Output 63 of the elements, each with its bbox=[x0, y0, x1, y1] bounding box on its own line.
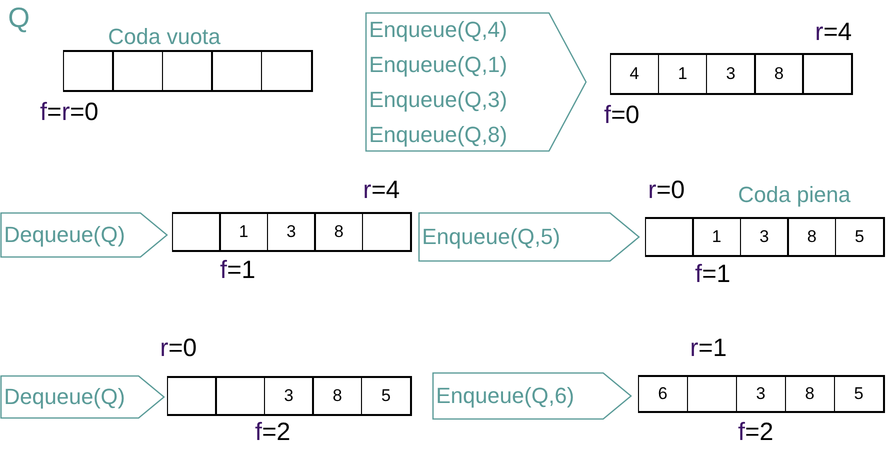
pointer-label: r=1 bbox=[690, 334, 727, 363]
array-cell bbox=[211, 51, 262, 91]
array-cell bbox=[802, 54, 852, 94]
array-cell: 3 bbox=[706, 54, 756, 94]
queue-array bbox=[172, 212, 412, 252]
array-cell: 8 bbox=[787, 218, 836, 256]
pointer-label: f=1 bbox=[220, 256, 256, 285]
operation-pentagon bbox=[432, 372, 632, 420]
array-cell bbox=[644, 218, 694, 256]
array-cell: 5 bbox=[834, 376, 884, 412]
pointer-label: f=2 bbox=[738, 418, 774, 447]
array-cell bbox=[162, 51, 213, 91]
array-cell bbox=[215, 377, 266, 415]
array-cell: 5 bbox=[834, 218, 884, 256]
pointer-label: r=4 bbox=[815, 18, 852, 47]
status-label: Coda vuota bbox=[108, 24, 221, 50]
pointer-label: f=r=0 bbox=[40, 98, 98, 127]
array-cell bbox=[112, 51, 164, 91]
array-cell: 1 bbox=[219, 213, 268, 251]
operation-pentagon bbox=[0, 212, 168, 258]
array-cell bbox=[260, 51, 312, 91]
operation-label: Enqueue(Q,8) bbox=[369, 122, 508, 148]
array-cell: 8 bbox=[754, 54, 804, 94]
operation-label: Enqueue(Q,4) bbox=[369, 16, 508, 42]
operation-label: Enqueue(Q,1) bbox=[369, 52, 508, 78]
array-cell: 8 bbox=[314, 213, 364, 251]
operation-label: Dequeue(Q) bbox=[4, 384, 126, 410]
array-cell bbox=[362, 213, 411, 251]
array-cell: 3 bbox=[266, 213, 316, 251]
queue-array bbox=[638, 375, 885, 413]
queue-array bbox=[63, 50, 313, 92]
pointer-label: r=0 bbox=[160, 334, 197, 363]
array-cell: 4 bbox=[610, 54, 660, 94]
operation-label: Enqueue(Q,3) bbox=[369, 86, 508, 112]
array-cell: 6 bbox=[638, 376, 688, 412]
pointer-label: f=1 bbox=[695, 260, 730, 289]
array-cell: 3 bbox=[736, 376, 786, 412]
operation-pentagon bbox=[365, 12, 587, 152]
queue-array bbox=[610, 53, 853, 95]
array-cell: 8 bbox=[312, 377, 362, 415]
pointer-label: r=0 bbox=[648, 176, 685, 205]
queue-name-label: Q bbox=[8, 2, 30, 34]
array-cell: 1 bbox=[658, 54, 708, 94]
pointer-label: f=2 bbox=[255, 418, 290, 447]
array-cell bbox=[62, 51, 114, 91]
operation-label: Enqueue(Q,6) bbox=[436, 383, 574, 409]
status-label: Coda piena bbox=[738, 182, 851, 208]
array-cell bbox=[166, 377, 217, 415]
operation-label: Enqueue(Q,5) bbox=[422, 224, 560, 250]
array-cell: 8 bbox=[784, 376, 835, 412]
operation-pentagon bbox=[418, 212, 640, 262]
array-cell bbox=[172, 213, 221, 251]
operation-pentagon bbox=[0, 375, 165, 419]
pointer-label: r=4 bbox=[363, 176, 400, 205]
array-cell: 5 bbox=[360, 377, 411, 415]
queue-array bbox=[645, 217, 885, 257]
array-cell bbox=[686, 376, 737, 412]
array-cell: 1 bbox=[692, 218, 742, 256]
pointer-label: f=0 bbox=[604, 101, 640, 130]
array-cell: 3 bbox=[264, 377, 314, 415]
operation-label: Dequeue(Q) bbox=[4, 222, 126, 248]
array-cell: 3 bbox=[740, 218, 789, 256]
queue-array bbox=[167, 376, 412, 416]
